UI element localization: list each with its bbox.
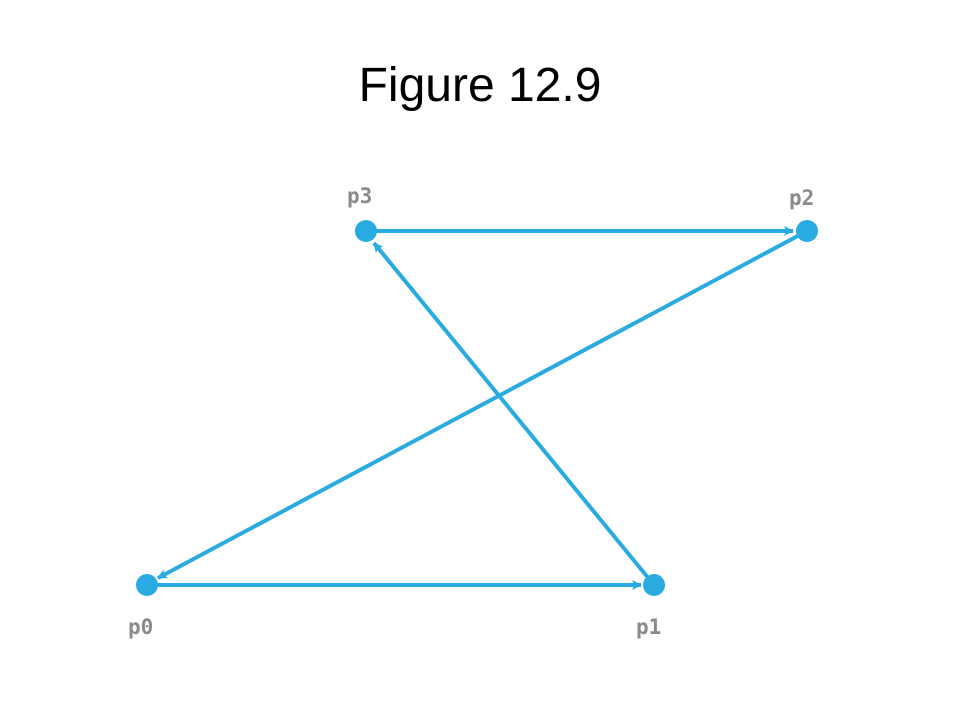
slide-title: Figure 12.9 xyxy=(358,59,602,112)
point-label-p1: p1 xyxy=(636,615,661,639)
point-label-p2: p2 xyxy=(789,186,814,210)
point-p3 xyxy=(355,220,377,242)
point-label-p3: p3 xyxy=(347,184,372,208)
point-p1 xyxy=(643,574,665,596)
edge-p2-p0 xyxy=(157,229,808,580)
point-p2 xyxy=(796,220,818,242)
edge-p1-p3 xyxy=(372,241,656,587)
point-p0 xyxy=(136,574,158,596)
point-label-p0: p0 xyxy=(128,615,153,639)
